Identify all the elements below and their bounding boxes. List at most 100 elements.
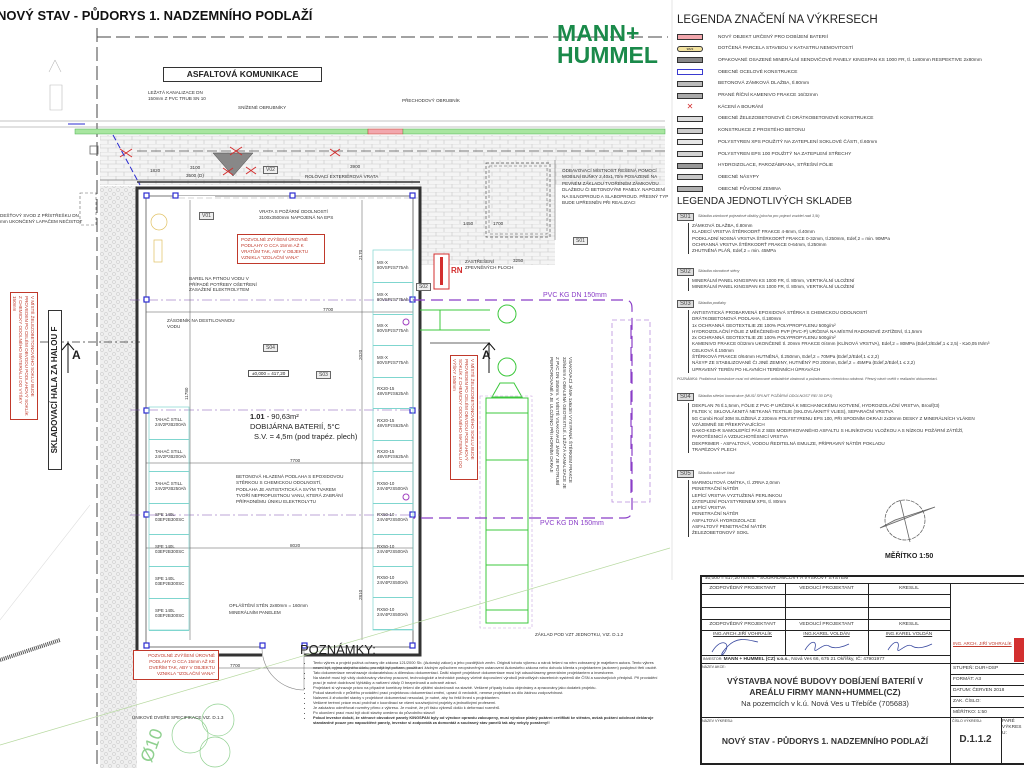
- dim-7700-b: 7700: [290, 458, 301, 463]
- dispatch-room-outline: [485, 162, 551, 238]
- legend-item: NOVÝ OBJEKT URČENÝ PRO DOBÍJENÍ BATERIÍ: [677, 33, 828, 41]
- dim-2810: 2810: [358, 589, 363, 600]
- rack-spec: 80VSPzS775Ah: [377, 265, 409, 270]
- rack-spec: 24V4PzS500Ah: [377, 485, 409, 491]
- north-arrow-icon: [879, 499, 936, 543]
- skladba-layer: PAROTĚSNICÍ A VZDUCHOTĚSNICÍ VRSTVA: [692, 434, 789, 440]
- transition-curb: [367, 128, 404, 135]
- tag-s03: S03: [316, 371, 331, 379]
- note-line: PŘÍPADĚ POTŘEBY OŠETŘENÍ: [189, 281, 257, 287]
- legend-swatch-icon: 9823: [677, 45, 703, 52]
- drawing-number: D.1.1.2: [959, 734, 992, 745]
- skladba-caption: Skladba obvodové stěny: [698, 269, 740, 273]
- dim-3250: 3250: [513, 258, 524, 263]
- header-drafted-1: KRESLIL: [899, 586, 919, 591]
- room-info: 1.01 - 90,63m² DOBIJÁRNA BATERIÍ, 5°C S.…: [250, 412, 357, 442]
- legend-item: OBECNÉ OCELOVÉ KONSTRUKCE: [677, 68, 797, 76]
- dim-7700: 7700: [323, 307, 334, 312]
- legend-swatch-icon: [677, 162, 703, 169]
- neighbour-hall-label: SKLADOVACÍ HALA ZA HALOU F: [48, 310, 62, 470]
- rack-spec: 80VSPzS775Ah: [377, 328, 409, 333]
- logo-line-2: HUMMEL: [557, 42, 658, 68]
- skladba-layer: ŽELEZOBETONOVÝ SOKL: [692, 530, 749, 536]
- legend-label: NOVÝ OBJEKT URČENÝ PRO DOBÍJENÍ BATERIÍ: [718, 34, 828, 40]
- legend-swatch-icon: [677, 139, 703, 146]
- note-item: Pokud stavebník v průběhu provádění prac…: [313, 690, 660, 695]
- skladba-layer: KAMENIVO FRAKCE 0/32mm UKONČENÉ tl. 20mm…: [692, 341, 990, 347]
- divider: [785, 583, 786, 655]
- rack-divider: [149, 502, 189, 504]
- header-lead-1: VEDOUCÍ PROJEKTANT: [799, 586, 854, 591]
- scale-label: MĚŘÍTKO 1:50: [885, 553, 934, 560]
- soak-pit-note: VSAKOVACÍ JÁMA 1x6x3m VYSYPANÁ ŠTĚRKEM F…: [548, 357, 573, 489]
- pare-label: PARÉ VÝKRESU:: [1002, 719, 1022, 736]
- note-item: Tento výkres a projekt požívá ochrany dl…: [313, 660, 660, 670]
- rack-type: SPE 140L: [155, 544, 175, 550]
- legend-label: KÁCENÍ A BOURÁNÍ: [718, 104, 764, 110]
- investor-name: MANN + HUMMEL (CZ) v.o.s.: [723, 657, 789, 662]
- rack-divider: [373, 628, 413, 630]
- curb-transition-label: PŘECHODOVÝ OBRUBNÍK: [402, 98, 460, 103]
- pvc-pipe-label-top: PVC KG DN 150mm: [543, 292, 607, 299]
- action-label: NÁZEV AKCE:: [702, 665, 726, 669]
- legend-badge: 9823: [686, 46, 694, 51]
- note-item: Tato dokumentace nenahrazuje dodavatelsk…: [313, 670, 660, 675]
- dim-2170: 2170: [358, 249, 363, 260]
- rack-spec: 24V2PzB200Ah: [155, 453, 187, 459]
- divider: [950, 696, 1024, 697]
- skladba-layer: ZHUTNĚNÁ PLÁŇ, Edef,2 = min. 45MPa: [692, 248, 776, 254]
- escape-door-note: ÚNIKOVÉ DVEŘE SPECIFIKACE VIZ. D.1.3: [132, 715, 224, 720]
- dim-1700: 1700: [493, 221, 504, 226]
- skladba-caption: Skladba soklové části: [698, 471, 735, 475]
- skladba-layer: PENETRAČNÍ NÁTĚR: [692, 511, 739, 517]
- note-line: 32/64mm A OBALENÁ GEOTEXTILIÍ. LEŽATÁ KA…: [561, 357, 567, 489]
- legend-item: ✕KÁCENÍ A BOURÁNÍ: [677, 103, 763, 111]
- road-label: ASFALTOVÁ KOMUNIKACE: [163, 67, 322, 82]
- dim-7700-c: 7700: [230, 663, 241, 668]
- note-line: ZPEVNĚNÝCH PLOCH: [465, 264, 514, 270]
- rack-spec: 24V4PzS500Ah: [377, 611, 409, 617]
- skladba-tag: S01: [677, 213, 694, 221]
- legend-swatch-icon: [677, 186, 703, 193]
- pvc-pipe-label-bottom: PVC KG DN 150mm: [540, 520, 604, 527]
- legend-item: OBECNÉ PŮVODNÍ ZEMINA: [677, 185, 781, 193]
- divider: [700, 663, 1024, 664]
- rack-divider: [373, 534, 413, 535]
- name-drafted: ING.KAREL VOLDÁN: [885, 632, 933, 637]
- legend-item: POLYSTYREN XPS POUŽITÝ NA ZATEPLENÍ SOKL…: [677, 138, 877, 146]
- rack-divider: [373, 471, 413, 472]
- name-lead: ING.KAREL VOLDÁN: [803, 632, 850, 637]
- notes-title: POZNÁMKY:: [300, 642, 376, 657]
- header-responsible-1: ZODPOVĚDNÝ PROJEKTANT: [709, 586, 776, 591]
- logo-line-1: MANN+: [557, 20, 640, 46]
- divider: [950, 685, 1024, 686]
- legend-label: OPAKOVANÉ OSAZENÉ MINERÁLNÍ SENDVIČOVÉ P…: [718, 57, 982, 63]
- skladba-layer: VZÁJEMNĚ SE PŘEKRÝVAJÍCÍCH: [692, 421, 765, 427]
- note-line: 150mm Z PVC TRUB SN 10: [148, 95, 206, 101]
- tag-s02: S02: [416, 283, 431, 291]
- note-line: BUDE UPŘESNĚN PŘI REALIZACI: [562, 200, 636, 206]
- rack-type: RX20-15: [377, 386, 395, 391]
- legend-item: OBECNÉ NÁSYPY: [677, 173, 759, 181]
- note-line: ZASTŘEŠENÍ: [465, 259, 494, 264]
- legend-swatch-icon: [677, 57, 703, 64]
- skladba-layer: UPRAVENÝ TERÉN PO HLAVNÍCH TERÉNNÍCH ÚPR…: [692, 366, 821, 372]
- format: FORMÁT: A3: [953, 677, 981, 682]
- legend-item: PRANÉ ŘÍČNÍ KAMENIVO FRAKCE 16/32mm: [677, 92, 818, 100]
- divider: [1001, 717, 1002, 765]
- rack-type: RX20-15: [377, 417, 395, 423]
- legend-swatch-icon: [677, 80, 703, 87]
- mann-hummel-logo: MANN+ HUMMEL: [557, 20, 658, 68]
- water-barrel-icon: [150, 213, 168, 231]
- note-line: Z PVC DN 150mm. V MÍSTĚ VSAKOVACÍ JÁMY J…: [555, 357, 561, 486]
- rack-type: RX50-10: [377, 543, 395, 549]
- dim-3100: 3100: [190, 165, 201, 170]
